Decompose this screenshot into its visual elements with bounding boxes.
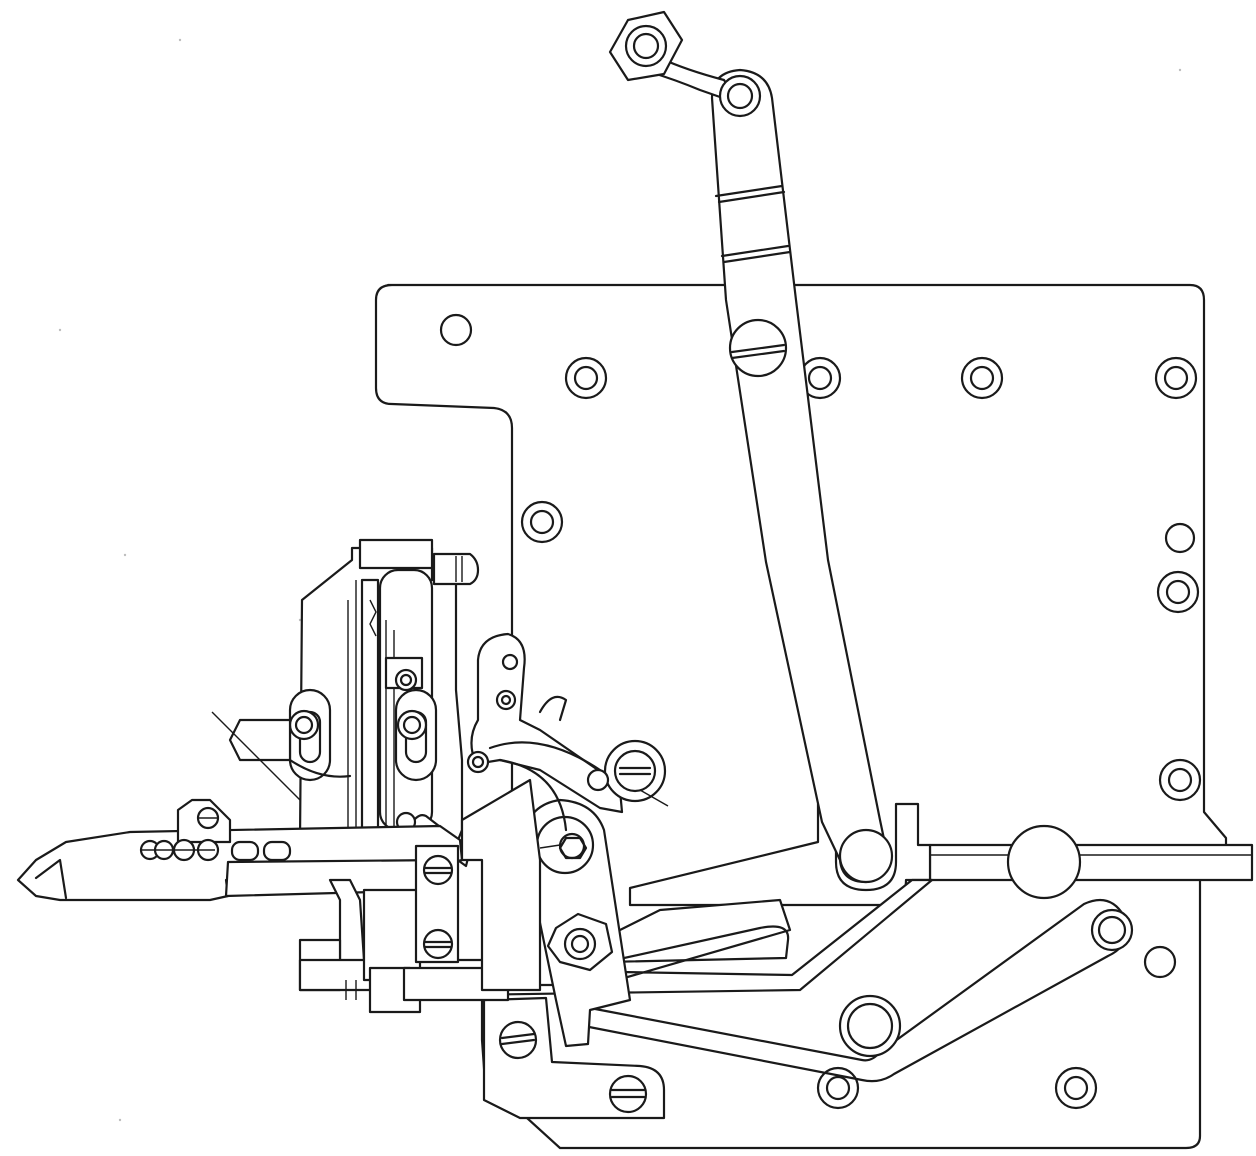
plate-hole [1143,945,1177,979]
plate-hole [520,500,564,544]
plate-hole [439,313,473,347]
clamp-screw [422,854,454,886]
plate-hole [1054,1066,1098,1110]
needle-bar-assembly [16,758,568,1014]
plate-hole [1154,356,1198,400]
bracket-screw [608,1074,648,1114]
bracket-screw [498,1020,538,1060]
lower-bracket [482,996,666,1120]
lever-band [714,184,784,198]
plate-hole [1156,570,1200,614]
base-plate [374,283,1228,1150]
scan-speckle [58,38,1182,1122]
plate-hole [1158,758,1202,802]
pivot-link [466,632,669,814]
plate-hole [564,356,608,400]
clamp-screw [422,928,454,960]
vertical-housing [211,538,480,868]
lever-end-pin [838,828,894,884]
top-clevis [608,10,762,118]
plate-hole [960,356,1004,400]
plate-holes [439,313,1202,1110]
plate-hole [816,1066,860,1110]
slide-bar [928,824,1254,900]
plate-hole [1164,522,1196,554]
swing-arm [520,798,632,1048]
belt-loop [582,898,1134,1083]
